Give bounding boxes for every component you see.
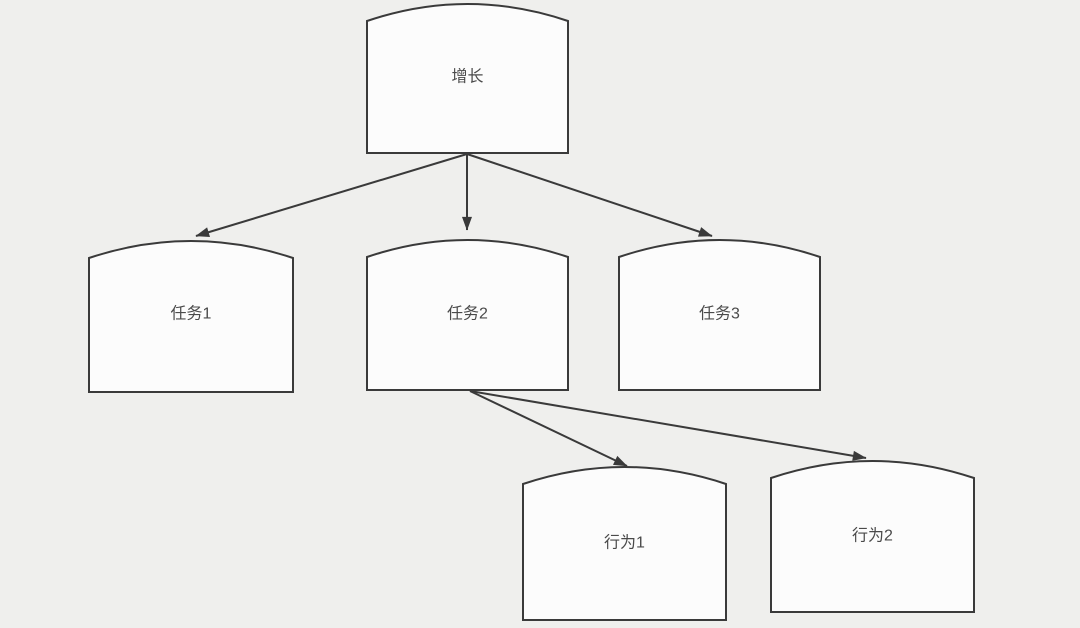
edge-task2-behavior1 (469, 390, 628, 467)
node-task3-shape[interactable] (618, 239, 821, 391)
node-behavior2-group[interactable]: 行为2 (770, 460, 975, 613)
node-task2-label: 任务2 (447, 305, 488, 323)
edge-task2-behavior2 (469, 390, 867, 461)
node-behavior1-group[interactable]: 行为1 (522, 466, 727, 621)
node-task2-group[interactable]: 任务2 (366, 239, 569, 391)
node-task3-group[interactable]: 任务3 (618, 239, 821, 391)
edge-growth-task3 (466, 153, 713, 237)
node-behavior1-shape[interactable] (522, 466, 727, 621)
node-behavior2-label: 行为2 (852, 527, 893, 545)
node-growth-label: 增长 (451, 68, 483, 86)
node-task1-shape[interactable] (88, 240, 294, 393)
node-task1-group[interactable]: 任务1 (88, 240, 294, 393)
node-task2-shape[interactable] (366, 239, 569, 391)
edge-growth-task1 (195, 153, 468, 237)
node-behavior1-label: 行为1 (604, 534, 645, 552)
node-behavior2-shape[interactable] (770, 460, 975, 613)
node-task1-label: 任务1 (171, 305, 212, 323)
node-task3-label: 任务3 (699, 305, 740, 323)
edge-layer (195, 153, 867, 467)
node-growth-shape[interactable] (366, 3, 569, 154)
node-growth-group[interactable]: 增长 (366, 3, 569, 154)
